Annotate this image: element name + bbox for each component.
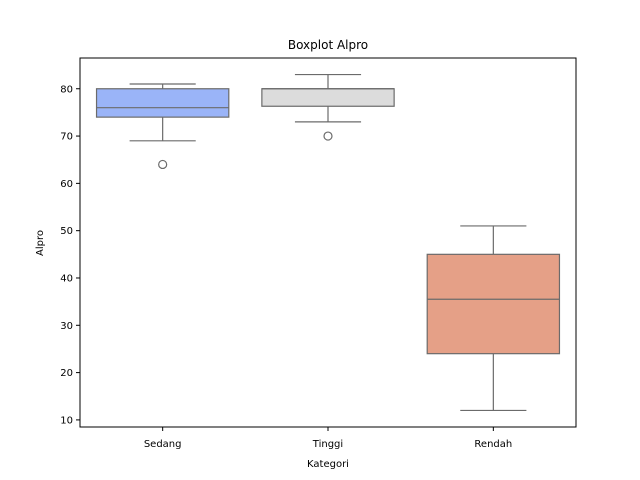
y-tick-label: 70	[60, 132, 73, 143]
y-tick-label: 30	[60, 321, 73, 332]
y-axis: 10 20 30 40 50 60 70 80	[60, 84, 80, 426]
iqr-box	[95, 88, 230, 118]
box-group	[426, 225, 561, 412]
x-tick-label: Rendah	[474, 439, 512, 450]
plot-frame	[79, 57, 577, 428]
y-tick-label: 80	[60, 84, 73, 95]
y-tick-label: 20	[60, 368, 73, 379]
x-tick-label: Sedang	[144, 439, 182, 450]
y-tick-label: 50	[60, 226, 73, 237]
boxes-layer	[95, 73, 561, 412]
y-tick-label: 40	[60, 273, 73, 284]
x-tick-label: Tinggi	[312, 439, 343, 450]
x-axis: Sedang Tinggi Rendah	[144, 427, 512, 450]
x-axis-label: Kategori	[307, 459, 349, 470]
iqr-box	[261, 88, 395, 107]
outlier-point	[158, 159, 168, 170]
y-axis-label: Alpro	[35, 230, 46, 256]
outlier-point	[323, 131, 333, 141]
iqr-box	[426, 253, 561, 355]
box-group	[95, 83, 230, 170]
box-group	[261, 73, 395, 141]
chart-title: Boxplot Alpro	[288, 38, 368, 52]
y-tick-label: 10	[60, 415, 73, 426]
y-tick-label: 60	[60, 179, 73, 190]
